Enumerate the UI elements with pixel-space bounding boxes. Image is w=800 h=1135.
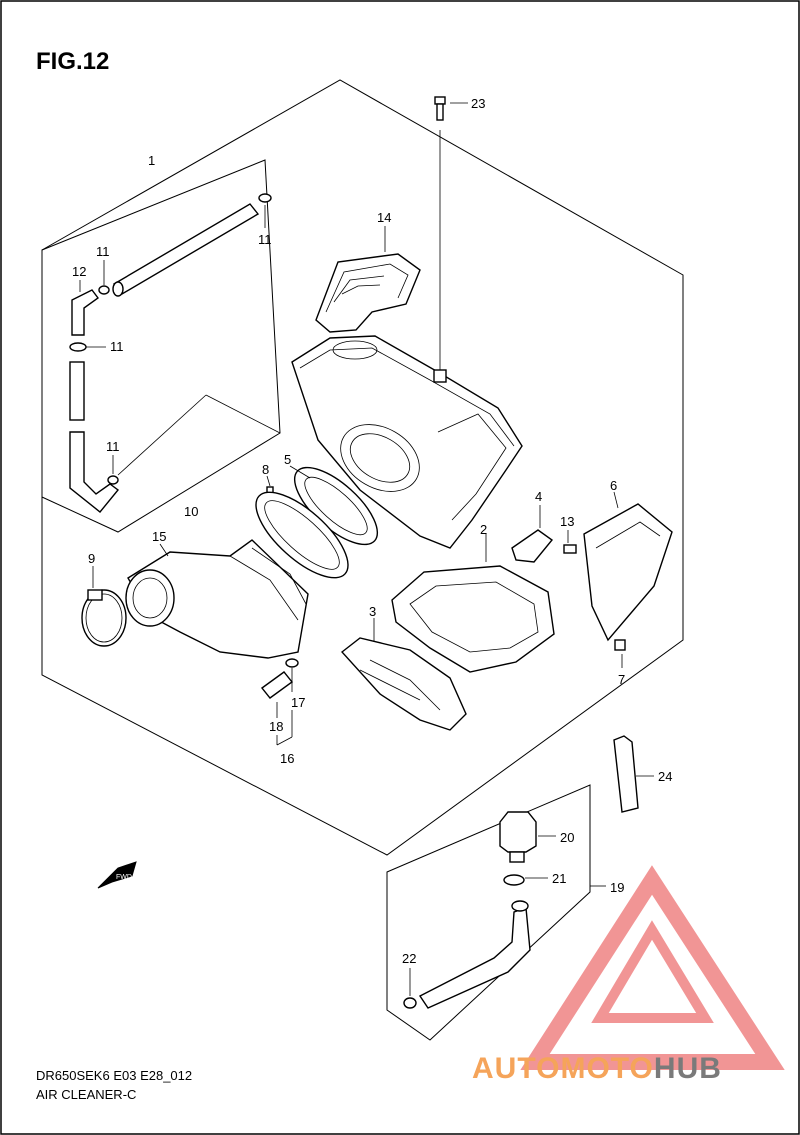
callout-8: 8 — [262, 462, 269, 477]
filter-element-2 — [391, 565, 555, 673]
hose-set-10-boundary — [41, 159, 281, 533]
strap-24 — [613, 735, 639, 813]
clip-22 — [403, 997, 417, 1009]
callout-18: 18 — [269, 719, 283, 734]
drain-hose — [418, 900, 531, 1009]
clip-17 — [285, 658, 299, 668]
clip-21 — [503, 874, 525, 886]
leader-10-a — [117, 394, 207, 476]
hose-11-top — [112, 193, 272, 297]
callout-19: 19 — [610, 880, 624, 895]
holder-plate — [255, 491, 349, 579]
callout-11-b: 11 — [96, 244, 110, 259]
callout-9: 9 — [88, 551, 95, 566]
clip-11-upper — [98, 285, 110, 295]
callout-14: 14 — [377, 210, 391, 225]
leader-10-b — [205, 394, 281, 434]
callout-17: 17 — [291, 695, 305, 710]
grommet-4 — [511, 529, 554, 563]
callout-24: 24 — [658, 769, 672, 784]
clip-11-mid — [69, 342, 87, 352]
clamp-9 — [81, 589, 127, 647]
air-cleaner-case — [291, 335, 523, 549]
clip-11-lower — [107, 475, 119, 485]
callout-11-c: 11 — [110, 339, 124, 354]
element-cage-3 — [340, 637, 467, 731]
callout-4: 4 — [535, 489, 542, 504]
diagram-name: AIR CLEANER-C — [36, 1087, 137, 1102]
callout-6: 6 — [610, 478, 617, 493]
callout-5: 5 — [284, 452, 291, 467]
elbow-12 — [71, 289, 99, 336]
watermark-text: AUTOMOTOHUB — [472, 1052, 722, 1086]
fwd-label: FWD — [116, 874, 132, 881]
watermark-logo — [520, 865, 785, 1070]
watermark-part2: HUB — [653, 1052, 722, 1085]
callout-21: 21 — [552, 871, 566, 886]
drain-plug-20 — [499, 811, 537, 863]
callout-10: 10 — [184, 504, 198, 519]
watermark-part1: AUTOMOTO — [472, 1052, 654, 1085]
diagram-code: DR650SEK6 E03 E28_012 — [36, 1068, 193, 1083]
figure-title: FIG.12 — [36, 48, 110, 75]
duct-15 — [125, 539, 309, 659]
callout-11-d: 11 — [106, 439, 120, 454]
intake-cover-14 — [315, 253, 421, 333]
callout-15: 15 — [152, 529, 166, 544]
callout-20: 20 — [560, 830, 574, 845]
callout-16: 16 — [280, 751, 294, 766]
callout-12: 12 — [72, 264, 86, 279]
fwd-arrow-icon — [97, 861, 137, 889]
callout-2: 2 — [480, 522, 487, 537]
callout-13: 13 — [560, 514, 574, 529]
callout-11-a: 11 — [258, 232, 272, 247]
assembly-1-boundary — [41, 79, 684, 856]
callout-22: 22 — [402, 951, 416, 966]
bolt-23 — [434, 96, 446, 121]
drain-set-19-boundary — [386, 784, 591, 1041]
screw-7 — [614, 639, 626, 651]
screw-13 — [563, 544, 577, 554]
callout-3: 3 — [369, 604, 376, 619]
callout-1: 1 — [148, 153, 155, 168]
callout-7: 7 — [618, 672, 625, 687]
callout-23: 23 — [471, 96, 485, 111]
hose-vertical-upper — [69, 361, 85, 421]
cap-18 — [260, 671, 294, 699]
bracket-plate-6 — [583, 503, 673, 642]
